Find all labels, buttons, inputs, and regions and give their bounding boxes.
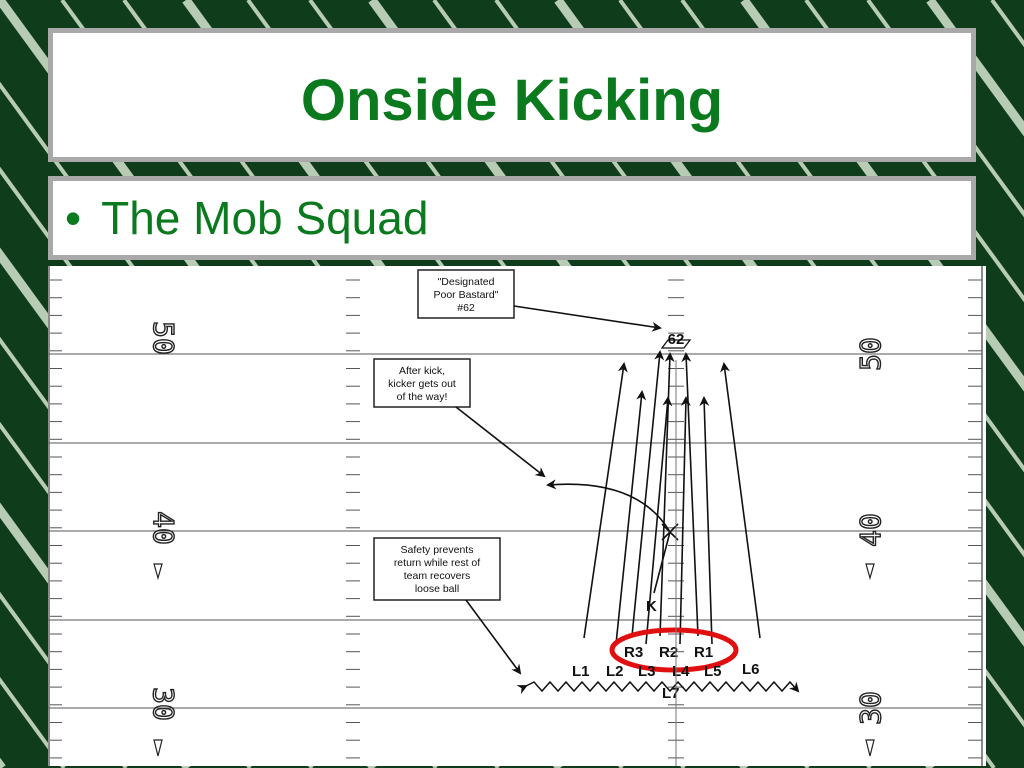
yard-marker-left-30: 30 — [147, 687, 180, 721]
callout-line: After kick, — [399, 365, 445, 377]
line-label-l3: L3 — [638, 663, 656, 680]
callout-line: loose ball — [415, 583, 459, 595]
callout-line: #62 — [457, 302, 475, 314]
yard-marker-left-50: 50 — [147, 321, 180, 355]
title-panel: Onside Kicking — [48, 28, 976, 162]
line-label-l2: L2 — [606, 663, 624, 680]
line-label-l6: L6 — [742, 661, 760, 678]
route-arrow-l4 — [679, 396, 691, 645]
pointer-arrow-poor-bastard — [513, 305, 662, 332]
route-arrow-r2 — [659, 352, 675, 637]
direction-arrows — [153, 563, 875, 757]
kicker-label: K — [646, 598, 657, 615]
bullet-marker: • — [65, 192, 82, 244]
slide-title: Onside Kicking — [300, 68, 724, 133]
route-arrow-r3 — [631, 350, 665, 637]
bullet-panel: • The Mob Squad — [48, 176, 976, 260]
bullet-item: • The Mob Squad — [65, 191, 428, 245]
callout-poor-bastard: "Designated Poor Bastard" #62 — [417, 269, 515, 319]
callout-arrows — [455, 305, 662, 675]
direction-triangle-icon — [153, 739, 163, 757]
player-labels: K R3 R2 R1 L1 L2 L3 L4 L5 L6 L7 — [572, 598, 760, 702]
callout-line: return while rest of — [394, 557, 480, 569]
field-edges — [48, 266, 983, 766]
callout-kicker: After kick, kicker gets out of the way! — [373, 358, 471, 408]
coverage-arrows — [583, 350, 761, 645]
player-62-target: 62 — [660, 331, 692, 349]
direction-triangle-icon — [153, 563, 163, 581]
return-label-r1: R1 — [694, 644, 713, 661]
direction-triangle-icon — [865, 739, 875, 757]
background-stripe — [0, 591, 128, 768]
callout-safety: Safety prevents return while rest of tea… — [373, 537, 501, 601]
route-arrow-l6 — [720, 362, 761, 639]
callout-line: Poor Bastard" — [433, 289, 498, 301]
field-canvas — [48, 266, 986, 766]
route-arrow-r1 — [681, 352, 699, 637]
yard-lines — [48, 353, 982, 709]
background-stripe — [0, 757, 6, 768]
route-arrow-l3 — [645, 396, 673, 645]
pointer-arrow-safety — [465, 599, 522, 675]
play-diagram: 50 40 30 50 40 30 "Designated Poor Basta… — [48, 266, 986, 766]
route-arrow-l5 — [699, 396, 713, 645]
line-label-l5: L5 — [704, 663, 722, 680]
bullet-text: The Mob Squad — [101, 192, 429, 244]
yard-marker-right-40: 40 — [854, 513, 887, 547]
callout-line: "Designated — [438, 276, 495, 288]
line-label-l4: L4 — [672, 663, 690, 680]
route-arrow-l1 — [583, 362, 628, 639]
return-label-r2: R2 — [659, 644, 678, 661]
return-players-highlight — [609, 627, 739, 673]
player-62-label: 62 — [668, 331, 685, 348]
safety-zigzag — [516, 680, 800, 695]
callout-line: of the way! — [397, 391, 448, 403]
yard-marker-right-30: 30 — [854, 691, 887, 725]
safety-zigzag-path — [516, 680, 800, 695]
line-label-l7: L7 — [662, 685, 680, 702]
line-label-l1: L1 — [572, 663, 590, 680]
yard-markers-left: 50 40 30 — [146, 320, 180, 721]
callout-line: team recovers — [404, 570, 471, 582]
hash-marks — [50, 279, 982, 759]
return-label-r3: R3 — [624, 644, 643, 661]
pointer-arrow-kicker — [455, 406, 546, 478]
yard-marker-right-50: 50 — [854, 337, 887, 371]
route-arrow-l2 — [615, 390, 647, 645]
yard-marker-left-40: 40 — [147, 511, 180, 545]
yard-markers-right: 50 40 30 — [853, 336, 887, 725]
background-stripe — [926, 0, 1024, 137]
callout-line: Safety prevents — [401, 544, 474, 556]
callout-line: kicker gets out — [388, 378, 456, 390]
direction-triangle-icon — [865, 563, 875, 581]
